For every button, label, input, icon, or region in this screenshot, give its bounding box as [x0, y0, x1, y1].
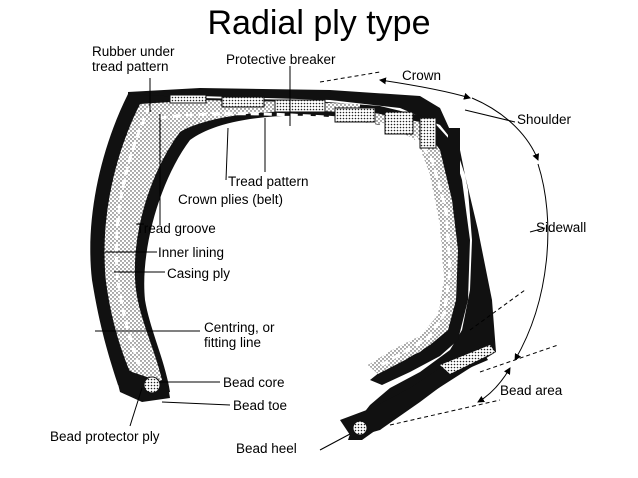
label-bead-protector-ply: Bead protector ply: [50, 429, 160, 444]
label-bead-toe: Bead toe: [233, 398, 288, 413]
label-centring-line: Centring, or fitting line: [204, 320, 275, 350]
left-bead: [112, 360, 170, 402]
label-bead-core: Bead core: [223, 375, 285, 390]
tyre-casing-right: [360, 110, 458, 374]
page-title: Radial ply type: [207, 4, 431, 42]
label-protective-breaker: Protective breaker: [226, 52, 336, 67]
label-shoulder: Shoulder: [517, 112, 572, 127]
label-crown-plies: Crown plies (belt): [178, 192, 284, 207]
dimension-arrows: [379, 77, 549, 403]
label-casing-ply: Casing ply: [167, 266, 231, 281]
casing-ply-line: [114, 105, 152, 369]
label-rubber-under-tread: Rubber under tread pattern: [92, 44, 175, 74]
tread-blocks: [169, 94, 460, 178]
label-bead-heel: Bead heel: [236, 441, 297, 456]
label-inner-lining: Inner lining: [158, 245, 225, 260]
label-tread-pattern: Tread pattern: [228, 174, 309, 189]
tyre-casing-left: [104, 100, 361, 385]
crown-ply-line: [159, 112, 452, 368]
label-bead-area: Bead area: [500, 383, 563, 398]
label-crown: Crown: [402, 68, 442, 83]
leader-lines: [95, 66, 559, 451]
label-tread-groove: Tread groove: [136, 221, 216, 236]
label-sidewall: Sidewall: [536, 220, 587, 235]
right-bead: [340, 345, 495, 438]
